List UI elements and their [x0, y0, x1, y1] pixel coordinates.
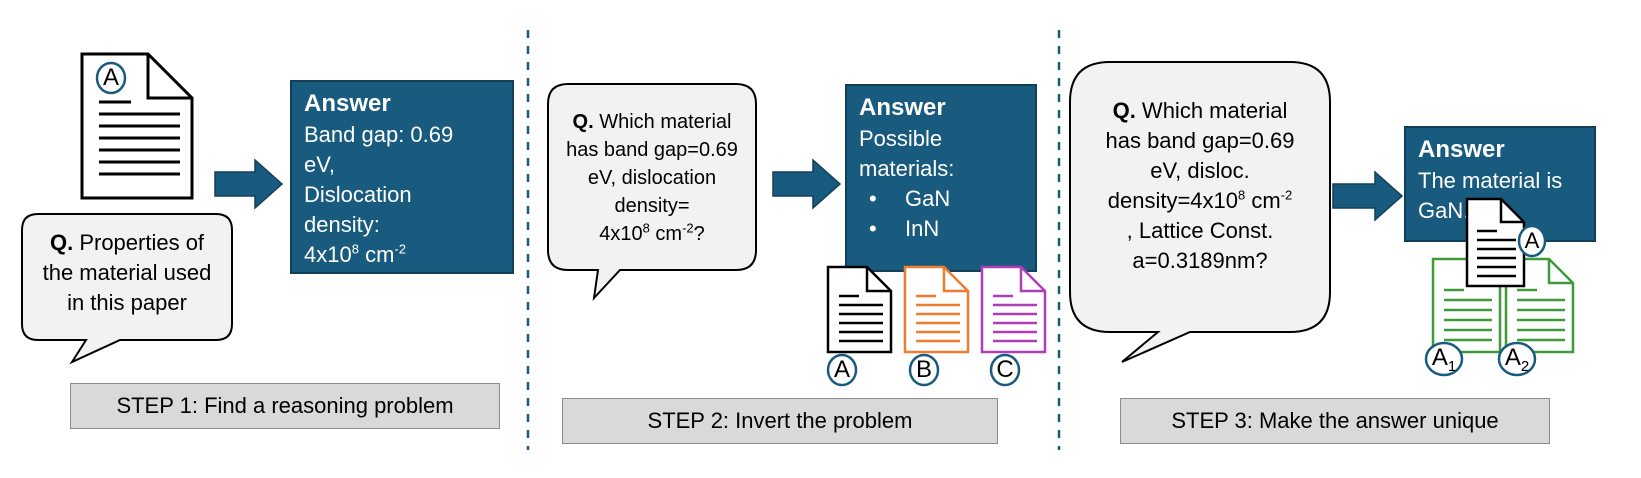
question-line: has band gap=0.69 — [566, 139, 738, 161]
answer-title: Answer — [859, 94, 946, 121]
speech-bubble-step1 — [21, 213, 233, 365]
list-item: •InN — [869, 216, 940, 241]
answer-title: Answer — [304, 90, 391, 117]
doc-label-a: A — [833, 356, 850, 383]
speech-bubble-step3 — [1069, 61, 1331, 363]
document-icon — [826, 265, 893, 354]
answer-density: 4x108 cm-2 — [304, 241, 406, 267]
arrow-2 — [772, 158, 842, 210]
document-icon — [980, 265, 1047, 354]
question-line: has band gap=0.69 — [1105, 128, 1295, 153]
question-line: , Lattice Const. — [1126, 218, 1274, 243]
answer-box-step2: Answer Possible materials: •GaN •InN — [845, 84, 1037, 272]
list-item: •GaN — [869, 186, 951, 211]
question-line: density= — [614, 195, 690, 217]
question-line: density=4x108 cm-2 — [1107, 187, 1293, 213]
document-icon — [80, 52, 194, 200]
document-group-step2 — [826, 265, 1047, 387]
doc-label-a: A — [1524, 228, 1540, 253]
answer-box-step1: Answer Band gap: 0.69 eV, Dislocation de… — [290, 80, 514, 274]
question-prefix: Q. — [1112, 98, 1136, 123]
doc-label-c: C — [996, 356, 1014, 383]
question-line: a=0.3189nm? — [1132, 248, 1268, 273]
step-label-2: STEP 2: Invert the problem — [562, 398, 998, 444]
question-line: eV, dislocation — [587, 167, 717, 189]
arrow-3 — [1332, 170, 1404, 222]
document-icon — [903, 265, 970, 354]
arrow-1 — [214, 158, 284, 210]
question-line: eV, disloc. — [1150, 158, 1250, 183]
question-line: 4x108 cm-2? — [599, 220, 705, 245]
question-step3: Q. Which material has band gap=0.69 eV, … — [1078, 96, 1322, 276]
answer-line: materials: — [859, 156, 955, 181]
question-step2: Q. Which material has band gap=0.69 eV, … — [552, 108, 752, 248]
doc-label-a2: A2 — [1504, 344, 1530, 375]
document-group-step3 — [1424, 197, 1575, 377]
question-step1: Q. Properties of the material used in th… — [28, 228, 226, 318]
answer-title: Answer — [1418, 136, 1505, 163]
doc-label-a: A — [102, 64, 119, 91]
question-line: in this paper — [67, 290, 187, 315]
question-prefix: Q. — [572, 111, 594, 133]
doc-label-a1: A1 — [1431, 344, 1457, 375]
doc-label-b: B — [915, 356, 932, 383]
answer-line: density: — [304, 212, 380, 237]
answer-line: Possible — [859, 126, 943, 151]
answer-line: Band gap: 0.69 — [304, 122, 454, 147]
answer-line: The material is — [1418, 168, 1563, 193]
speech-bubble-step2 — [547, 83, 757, 302]
question-prefix: Q. — [49, 230, 74, 255]
answer-line: eV, — [304, 152, 336, 177]
answer-line: Dislocation — [304, 182, 412, 207]
answer-list: •GaN •InN — [859, 184, 1035, 244]
answer-line: GaN. — [1418, 198, 1470, 223]
question-line: Properties of — [79, 230, 205, 255]
question-line: the material used — [42, 260, 212, 285]
step-label-3: STEP 3: Make the answer unique — [1120, 398, 1550, 444]
step-label-1: STEP 1: Find a reasoning problem — [70, 383, 500, 429]
